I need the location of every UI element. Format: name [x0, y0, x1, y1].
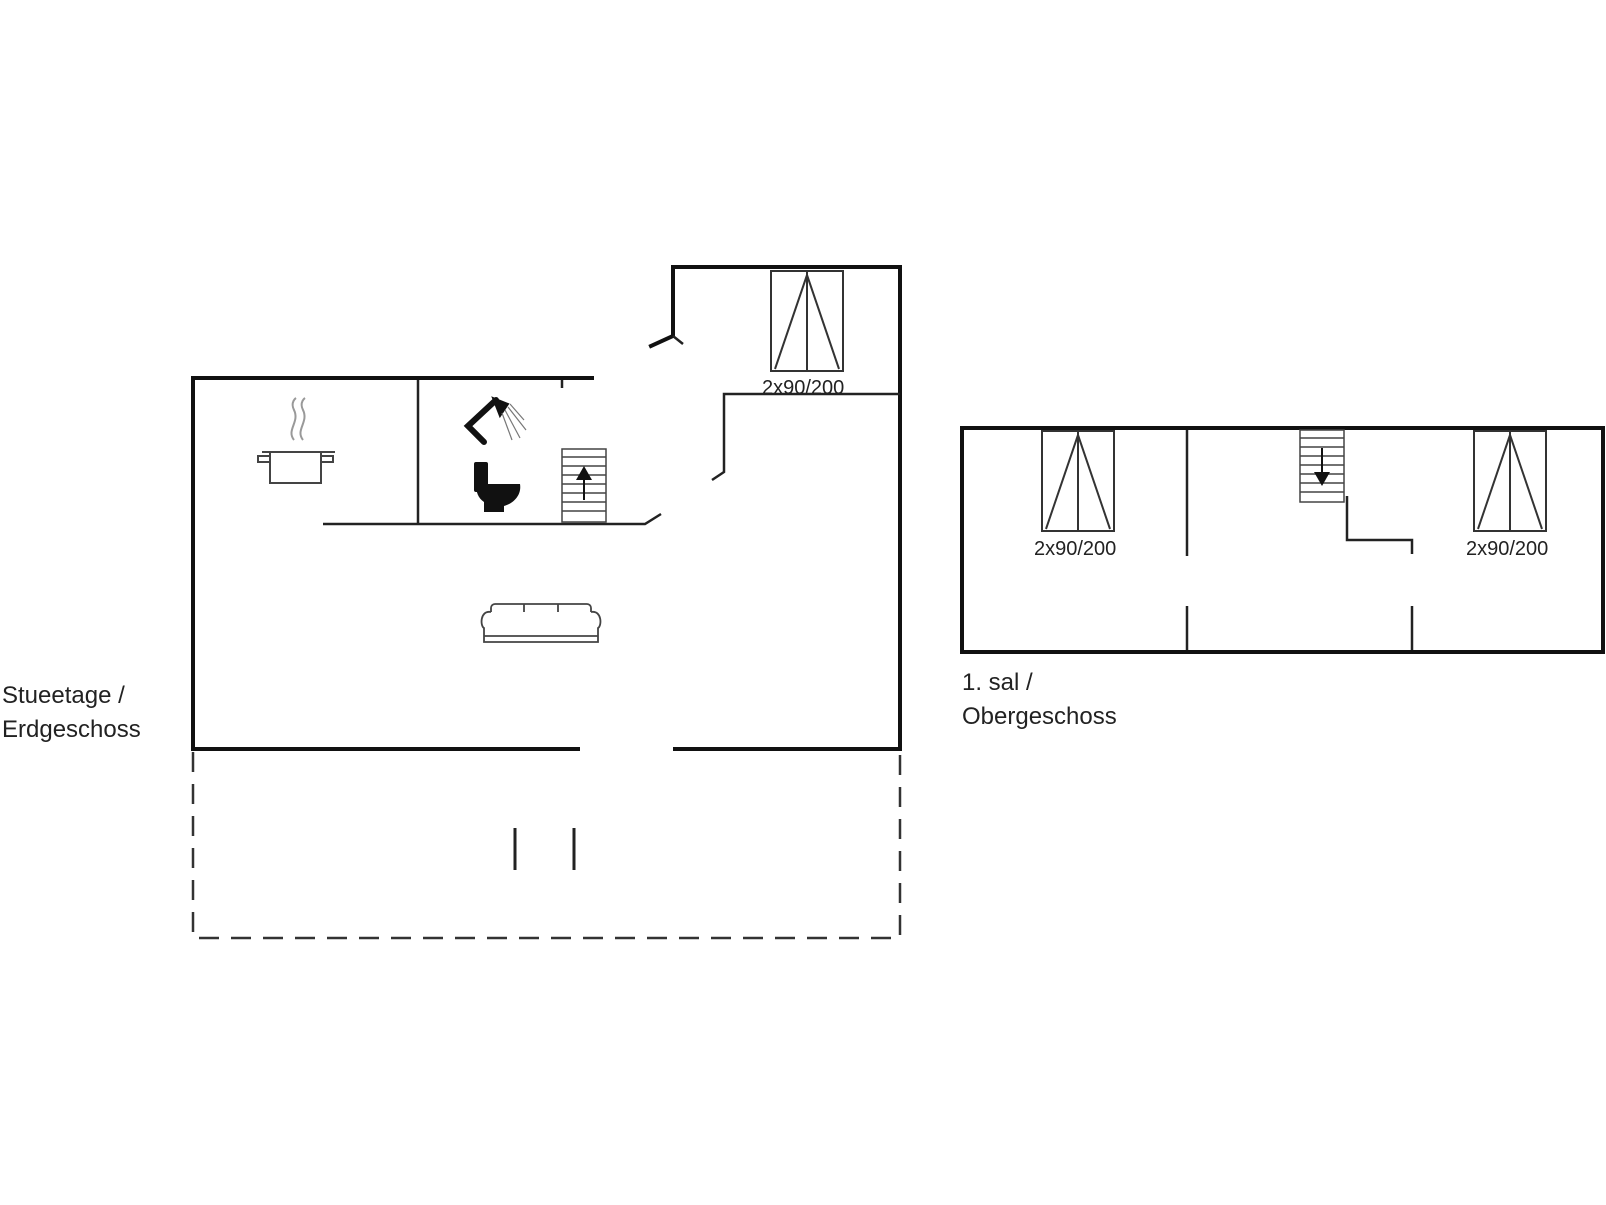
- stairs-up-icon: [561, 448, 607, 523]
- double-bed-icon: [1473, 430, 1547, 532]
- terrace-steps: [513, 828, 576, 870]
- double-bed-icon: [770, 270, 844, 372]
- sofa-icon: [480, 603, 602, 643]
- ground-floor-label-line1: Stueetage /: [2, 682, 125, 709]
- bed-left-dimension-label: 2x90/200: [1034, 538, 1116, 560]
- ground-floor-label-line2: Erdgeschoss: [2, 716, 141, 743]
- double-bed-icon: [1041, 430, 1115, 532]
- stairs-down-icon: [1299, 429, 1345, 503]
- shower-icon: [463, 396, 527, 445]
- bed-dimension-label: 2x90/200: [762, 377, 844, 399]
- ground-floor-outer-walls: [191, 265, 902, 751]
- upper-floor-plan: 2x90/200 2x90/200 1. sal / Obergeschoss: [960, 426, 1605, 730]
- bed-right-dimension-label: 2x90/200: [1466, 538, 1548, 560]
- upper-floor-label-line2: Obergeschoss: [962, 703, 1117, 730]
- ground-floor-plan: 2x90/200 Stueetage / Erdgeschoss: [2, 265, 902, 940]
- upper-floor-interior-walls: [1185, 430, 1414, 650]
- terrace-outline: [191, 752, 902, 940]
- toilet-icon: [474, 462, 521, 512]
- upper-floor-label-line1: 1. sal /: [962, 669, 1033, 696]
- upper-floor-outer-walls: [960, 426, 1605, 654]
- ground-floor-interior-walls: [323, 335, 900, 526]
- cooking-pot-icon: [257, 397, 335, 484]
